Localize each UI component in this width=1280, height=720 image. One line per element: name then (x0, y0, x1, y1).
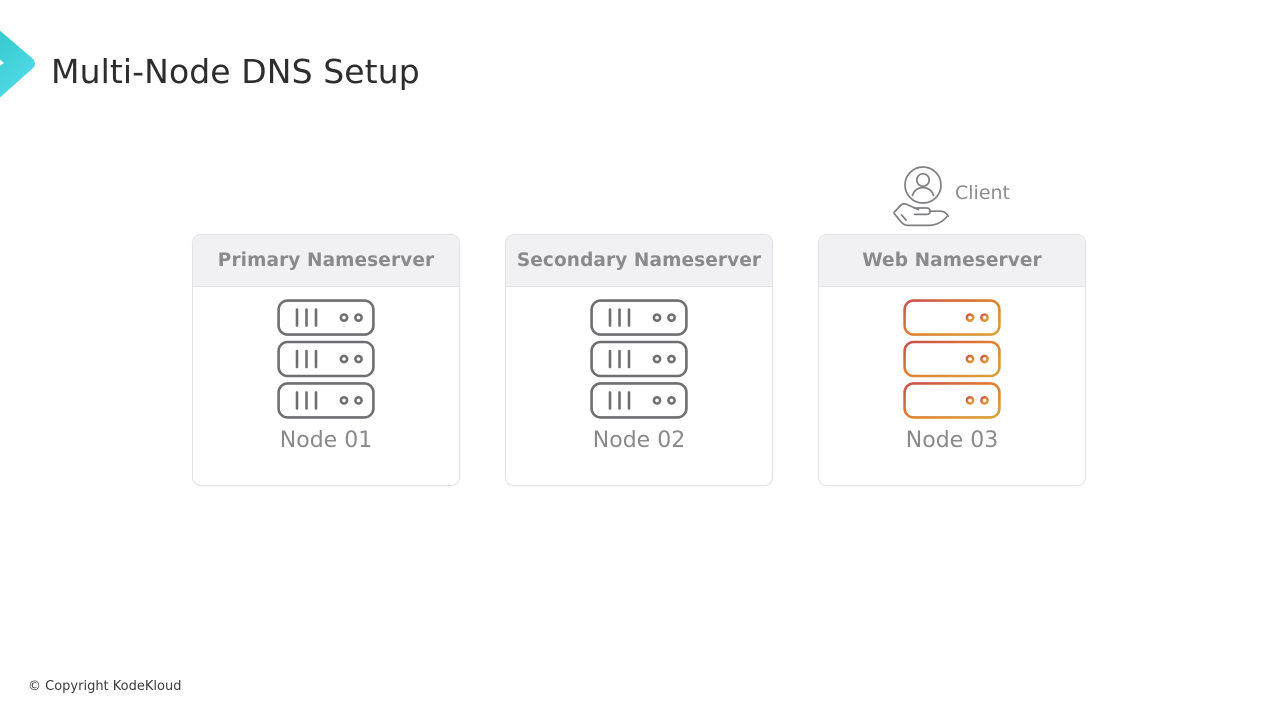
server-stack-icon (589, 298, 689, 420)
node-cards-row: Primary Nameserver (192, 234, 1086, 486)
node-label: Node 02 (592, 428, 686, 453)
card-header-web: Web Nameserver (819, 235, 1085, 287)
hand-holding-user-icon (890, 164, 952, 230)
card-header-label: Primary Nameserver (217, 250, 435, 271)
copyright-footer: © Copyright KodeKloud (28, 679, 182, 694)
node-card-primary[interactable]: Primary Nameserver (192, 234, 460, 486)
page-title: Multi-Node DNS Setup (51, 52, 420, 91)
card-header-primary: Primary Nameserver (193, 235, 459, 287)
card-header-secondary: Secondary Nameserver (506, 235, 772, 287)
card-header-label: Secondary Nameserver (516, 250, 762, 271)
card-header-label: Web Nameserver (862, 250, 1042, 271)
card-body-primary: Node 01 (193, 287, 459, 485)
node-label: Node 03 (905, 428, 999, 453)
node-card-secondary[interactable]: Secondary Nameserver (505, 234, 773, 486)
node-card-web[interactable]: Web Nameserver (818, 234, 1086, 486)
client-label: Client (955, 182, 1011, 204)
server-stack-icon (902, 298, 1002, 420)
server-stack-icon (276, 298, 376, 420)
chevron-logo (0, 8, 40, 120)
card-body-web: Node 03 (819, 287, 1085, 485)
node-label: Node 01 (279, 428, 373, 453)
client-group: Client (890, 162, 1010, 232)
card-body-secondary: Node 02 (506, 287, 772, 485)
